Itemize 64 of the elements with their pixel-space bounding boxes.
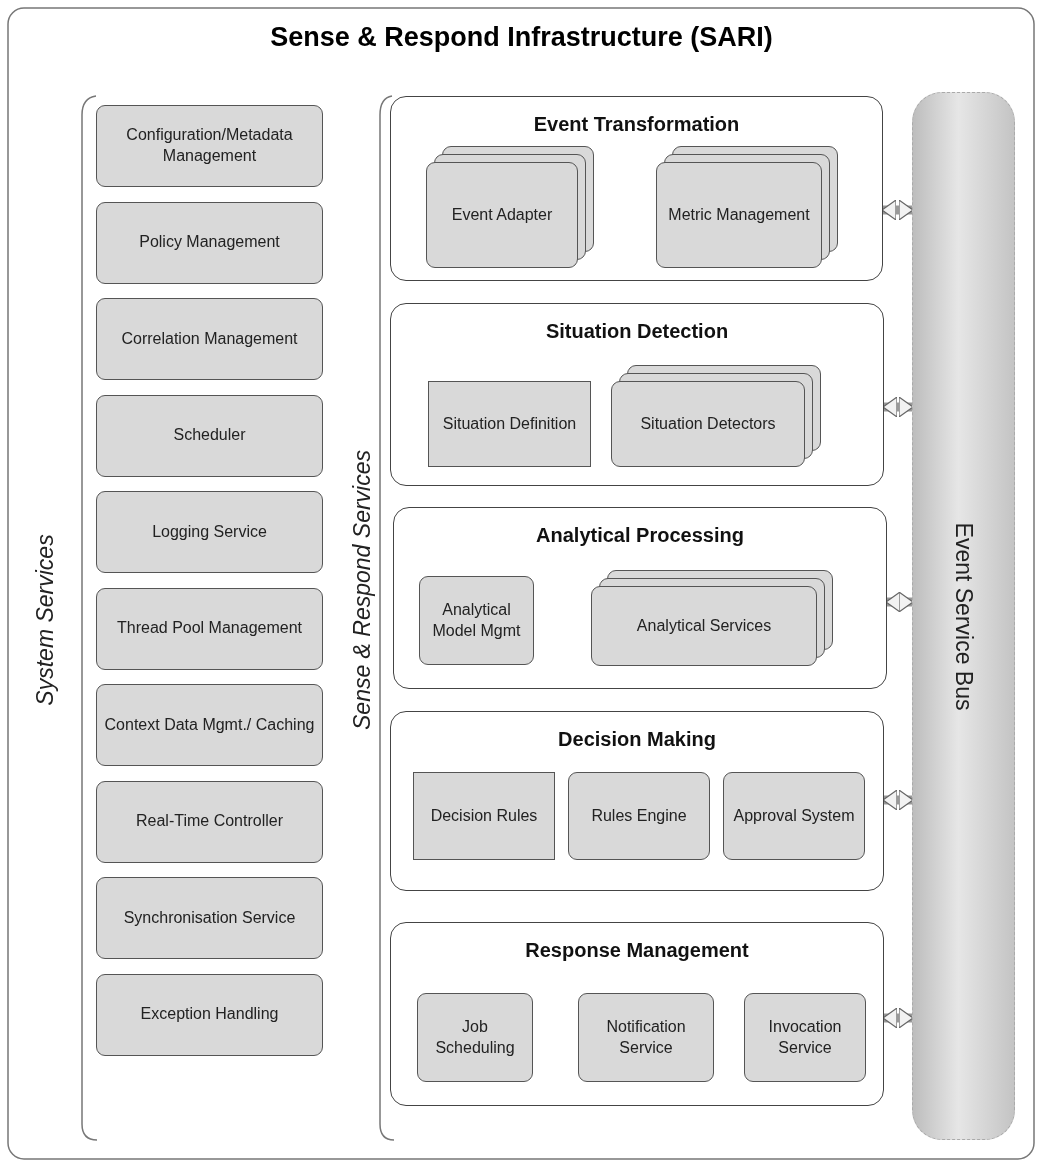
service-box [96,587,323,670]
double-arrow [882,1007,914,1029]
layer-panel [390,96,883,281]
component-box [723,772,865,860]
component-label: Event Adapter [450,204,554,225]
service-label: Real-Time Controller [135,811,284,832]
service-box [96,394,323,477]
layer-panel [390,303,884,486]
double-arrow [881,199,914,221]
layer-panel [393,507,887,689]
diagram-title: Sense & Respond Infrastructure (SARI) [269,22,774,53]
service-label: Synchronisation Service [122,907,297,928]
layer-heading: Decision Making [557,728,717,751]
component-label: Situation Definition [441,413,578,434]
bus-label: Event Service Bus [950,522,977,710]
component-box [428,381,591,467]
double-arrow [885,591,914,613]
component-box [568,772,710,860]
service-label: Exception Handling [139,1004,280,1025]
layer-panel [390,922,884,1106]
stacked-component-box [591,570,833,666]
layer-heading: Analytical Processing [535,524,745,547]
service-label: Logging Service [151,521,268,542]
side-label: System Services [31,534,59,706]
component-box [417,993,533,1082]
service-label: Scheduler [172,425,247,446]
component-box [744,993,866,1082]
component-box [578,993,714,1082]
service-box [96,973,323,1056]
service-label: Configuration/Metadata Management [125,125,294,166]
component-box [419,576,534,665]
layer-heading: Event Transformation [532,113,741,136]
service-box [96,105,323,187]
component-label: Decision Rules [429,805,539,826]
component-label: Analytical Model Mgmt [431,599,522,641]
service-box [96,298,323,380]
service-bus-band [912,92,1015,1140]
side-label: Sense & Respond Services [348,450,376,730]
stacked-component-box [611,365,821,467]
component-label: Situation Detectors [639,413,777,434]
service-label: Policy Management [138,232,281,253]
layer-heading: Situation Detection [544,320,730,343]
service-box [96,201,323,284]
service-box [96,491,323,573]
component-label: Rules Engine [590,805,688,826]
double-arrow [882,396,914,418]
component-label: Notification Service [605,1016,687,1058]
double-arrow [882,789,914,811]
service-label: Thread Pool Management [116,618,303,639]
component-label: Job Scheduling [434,1016,516,1058]
component-label: Invocation Service [767,1016,843,1058]
stacked-component-box [426,146,594,268]
component-label: Approval System [732,805,856,826]
service-box [96,877,323,959]
service-box [96,684,323,766]
service-label: Correlation Management [120,328,299,349]
component-box [413,772,555,860]
component-label: Analytical Services [635,615,773,636]
stacked-component-box [656,146,838,268]
layer-panel [390,711,884,891]
service-box [96,780,323,863]
component-label: Metric Management [667,204,811,225]
layer-heading: Response Management [524,939,750,962]
service-label: Context Data Mgmt./ Caching [103,714,316,735]
